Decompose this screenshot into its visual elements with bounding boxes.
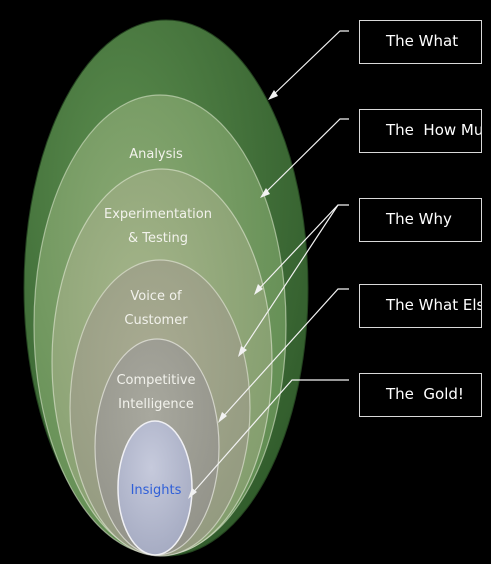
arrowhead-why-a	[254, 284, 263, 295]
label-customer: Customer	[124, 313, 188, 328]
tag-box-the-how-much: The How Much	[359, 109, 482, 153]
arrowhead-what	[268, 90, 278, 100]
tag-box-the-gold: The Gold!	[359, 373, 482, 417]
tag-box-the-what-else: The What Else	[359, 284, 482, 328]
tag-label-the-what: The What	[386, 32, 459, 50]
label-voice-of: Voice of	[130, 289, 182, 304]
connector-what-else	[219, 288, 349, 421]
label-competitive: Competitive	[116, 373, 195, 388]
connector-how-much	[261, 118, 349, 197]
tag-label-the-gold: The Gold!	[386, 385, 464, 403]
arrowhead-how-much	[260, 188, 270, 198]
tag-label-the-how-much: The How Much	[386, 121, 482, 139]
label-analysis: Analysis	[129, 147, 183, 162]
arrowhead-what-else	[218, 412, 227, 423]
label-insights: Insights	[131, 483, 182, 498]
arrowhead-gold	[188, 488, 197, 499]
connector-why-b	[239, 204, 339, 355]
connector-what	[269, 30, 349, 99]
connector-gold	[189, 379, 349, 497]
tag-label-the-what-else: The What Else	[386, 296, 481, 314]
tag-box-the-why: The Why	[359, 198, 482, 242]
tag-label-the-why: The Why	[386, 210, 452, 228]
arrowhead-why-b	[238, 346, 247, 357]
label-testing: & Testing	[128, 231, 188, 246]
label-intelligence: Intelligence	[118, 397, 194, 412]
tag-box-the-what: The What	[359, 20, 482, 64]
label-experimentation: Experimentation	[104, 207, 212, 222]
